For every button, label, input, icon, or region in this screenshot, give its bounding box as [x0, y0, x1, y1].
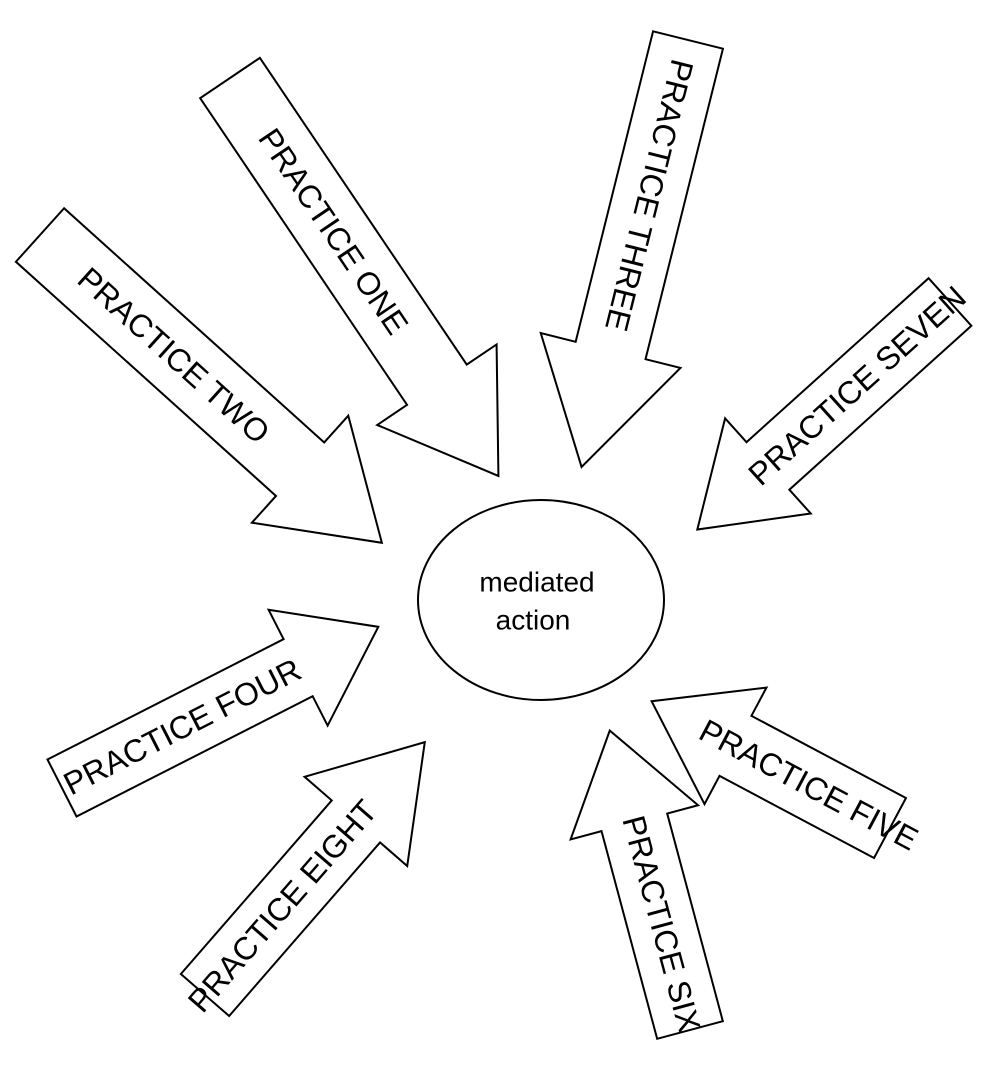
- practice-seven-label: PRACTICE SEVEN: [741, 279, 973, 493]
- mediated-action-node: mediated action: [417, 499, 665, 701]
- practice-four-label: PRACTICE FOUR: [58, 651, 307, 802]
- center-label-line2: action: [496, 605, 571, 636]
- practice-two-label: PRACTICE TWO: [71, 260, 277, 451]
- mediated-action-ellipse: [417, 499, 665, 701]
- practice-seven-arrow: PRACTICE SEVEN: [696, 276, 973, 531]
- practice-five-label: PRACTICE FIVE: [694, 712, 924, 857]
- center-label-line1: mediated: [479, 567, 594, 598]
- practice-three-arrow: PRACTICE THREE: [539, 30, 725, 469]
- practice-eight-label: PRACTICE EIGHT: [181, 793, 384, 1019]
- practice-one-label: PRACTICE ONE: [251, 122, 415, 341]
